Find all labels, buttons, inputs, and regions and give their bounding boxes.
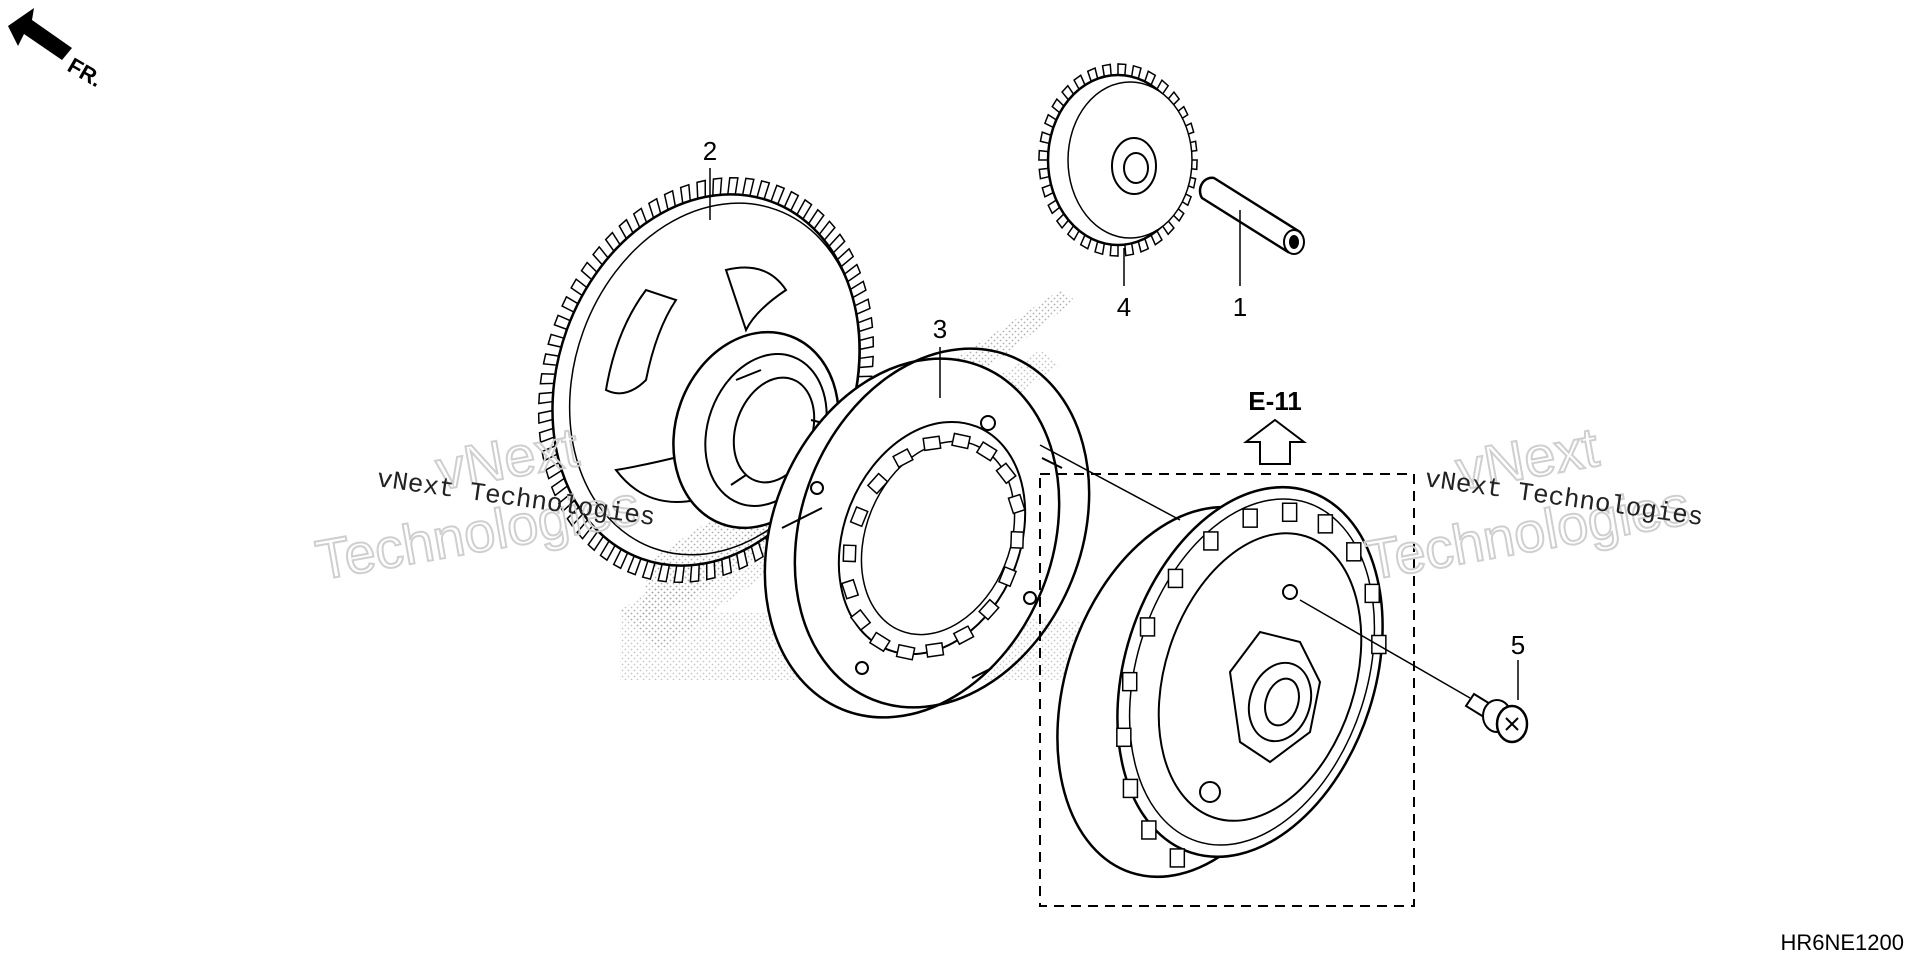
gear-tooth [1117, 63, 1127, 77]
callout-1: 1 [1233, 292, 1247, 322]
clutch-roller [892, 448, 914, 469]
gear-tooth [673, 564, 686, 584]
callout-2: 2 [703, 136, 717, 166]
clutch-roller [975, 441, 998, 462]
flywheel-lug [1121, 671, 1138, 692]
clutch-roller [849, 506, 869, 528]
clutch-roller [952, 625, 975, 646]
flywheel-lug [1242, 508, 1258, 528]
callout-3: 3 [933, 314, 947, 344]
gear-tooth [756, 180, 771, 201]
gear-tooth [726, 176, 739, 196]
clutch-roller [1007, 493, 1026, 515]
section-ref-label: E-11 [1248, 386, 1302, 416]
flywheel-lug [1139, 617, 1156, 637]
gear-tooth [712, 177, 723, 197]
flywheel-lug [1346, 542, 1362, 562]
gear-tooth [858, 335, 875, 351]
flywheel-lug [1116, 727, 1132, 748]
clutch-roller [997, 565, 1018, 588]
clutch-roller [1010, 530, 1025, 549]
part-3-one-way-clutch [763, 347, 1091, 719]
flywheel-lug [1141, 820, 1157, 840]
clutch-roller [978, 598, 1000, 621]
flywheel-lug [1364, 583, 1380, 604]
clutch-roller [895, 643, 916, 661]
gear-tooth [741, 177, 755, 197]
callout-5: 5 [1511, 630, 1525, 660]
flywheel-lug [1169, 848, 1186, 868]
gear-tooth [856, 316, 874, 333]
diagram-code: HR6NE1200 [1780, 930, 1904, 955]
gear-tooth [538, 391, 554, 405]
up-arrow-icon [1243, 418, 1307, 465]
clutch-roller [922, 435, 942, 452]
front-direction-arrow-icon: FR. [8, 8, 107, 92]
clutch-roller [866, 472, 889, 495]
clutch-roller [951, 432, 971, 450]
gear-tooth [1109, 243, 1119, 257]
assembly-dashed-box [1039, 473, 1415, 907]
clutch-roller [925, 642, 945, 658]
part-1-idle-shaft [1198, 176, 1305, 255]
flywheel-lug [1281, 502, 1298, 523]
clutch-roller [995, 462, 1017, 485]
flywheel-lug [1167, 568, 1184, 589]
clutch-roller [849, 608, 872, 632]
clutch-roller [840, 578, 860, 600]
flywheel-lug [1203, 531, 1219, 551]
part-2-ring-gear [537, 176, 875, 584]
callout-4: 4 [1117, 292, 1131, 322]
flywheel-lug [1122, 778, 1139, 799]
callout-labels: 2 3 4 1 5 [703, 136, 1525, 660]
gear-tooth [689, 563, 700, 583]
flywheel-assembly [1056, 485, 1387, 879]
clutch-roller [868, 631, 891, 653]
gear-tooth [858, 355, 874, 369]
clutch-roller [842, 544, 857, 563]
flywheel-lug [1317, 514, 1334, 534]
flywheel-lug [1371, 634, 1387, 655]
leader-lines [709, 168, 1519, 700]
direction-label: FR. [64, 53, 107, 92]
part-5-flange-bolt [1464, 692, 1529, 744]
section-reference: E-11 [1243, 386, 1307, 465]
part-4-idle-gear [1038, 63, 1198, 257]
